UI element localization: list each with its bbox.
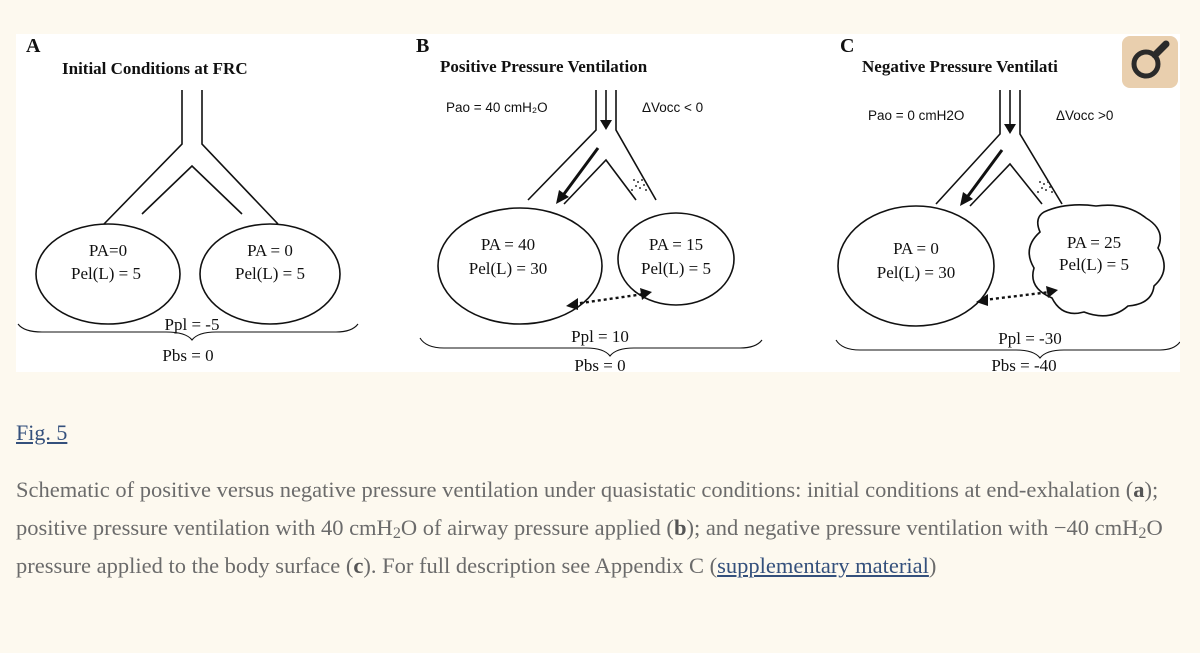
panel-c-letter: C <box>840 35 854 57</box>
magnifier-button[interactable] <box>1122 36 1178 88</box>
figure-image: A Initial Conditions at FRC PA=0 Pel(L) … <box>16 34 1180 372</box>
panel-b-right-pel: Pel(L) = 5 <box>641 259 711 278</box>
panel-a-letter: A <box>26 35 41 57</box>
panel-c-right-pel: Pel(L) = 5 <box>1059 255 1129 274</box>
panel-a-left-pa: PA=0 <box>89 241 127 260</box>
panel-c-left-pa: PA = 0 <box>893 239 939 258</box>
panel-b-title: Positive Pressure Ventilation <box>440 57 648 76</box>
caption-text: O pressure applied to the body surface ( <box>16 515 1163 578</box>
panel-a-right-pel: Pel(L) = 5 <box>235 264 305 283</box>
panel-b-letter: B <box>416 35 429 57</box>
caption-text: O of airway pressure applied ( <box>400 515 674 540</box>
panel-b-left-alveolus <box>437 207 603 325</box>
panel-c-left-alveolus <box>837 205 995 327</box>
panel-b: B Positive Pressure Ventilation Pao = 40… <box>416 35 763 372</box>
panel-b-pao: Pao = 40 cmH₂O <box>446 100 548 115</box>
caption-text: ); positive pressure ventilation with 40… <box>16 477 1159 540</box>
caption-subscript: 2 <box>1138 524 1147 543</box>
panel-c-right-pa: PA = 25 <box>1067 233 1121 252</box>
caption-panel-b-ref: b <box>673 515 687 540</box>
caption-text: ). For full description see Appendix C ( <box>363 553 718 578</box>
figure-link[interactable]: Fig. 5 <box>16 420 68 445</box>
panel-c-left-pel: Pel(L) = 30 <box>877 263 956 282</box>
panel-c-right-alveolus <box>1028 204 1165 317</box>
caption-panel-c-ref: c <box>353 553 364 578</box>
panel-a-left-alveolus <box>35 223 181 325</box>
panel-b-dvocc: ΔVocc < 0 <box>642 100 703 115</box>
panel-c-dvocc: ΔVocc >0 <box>1056 108 1113 123</box>
caption-text: ) <box>928 553 937 578</box>
panel-a-brace <box>17 323 359 341</box>
panel-a-ppl: Ppl = -5 <box>165 315 220 334</box>
panel-c-title: Negative Pressure Ventilati <box>862 57 1058 76</box>
panel-a: A Initial Conditions at FRC PA=0 Pel(L) … <box>17 35 359 365</box>
panel-c-brace <box>835 339 1180 359</box>
panel-a-left-pel: Pel(L) = 5 <box>71 264 141 283</box>
supplementary-material-link[interactable]: supplementary material <box>717 553 929 578</box>
caption-subscript: 2 <box>392 524 401 543</box>
panel-c: C Negative Pressure Ventilati Pao = 0 cm… <box>835 35 1180 372</box>
panel-b-ppl: Ppl = 10 <box>571 327 629 346</box>
panel-a-pbs: Pbs = 0 <box>162 346 213 365</box>
caption-text: Schematic of positive versus negative pr… <box>16 477 1134 502</box>
panel-b-occlusion <box>631 179 647 191</box>
magnifier-icon <box>1131 40 1170 79</box>
panel-b-right-pa: PA = 15 <box>649 235 703 254</box>
panel-b-left-pel: Pel(L) = 30 <box>469 259 548 278</box>
caption-panel-a-ref: a <box>1133 477 1145 502</box>
panel-a-right-pa: PA = 0 <box>247 241 293 260</box>
panel-b-left-pa: PA = 40 <box>481 235 535 254</box>
panel-c-pbs: Pbs = -40 <box>991 356 1056 372</box>
panel-a-title: Initial Conditions at FRC <box>62 59 248 78</box>
caption-text: ); and negative pressure ventilation wit… <box>686 515 1139 540</box>
panel-b-brace <box>419 337 763 357</box>
panel-c-ppl: Ppl = -30 <box>998 329 1061 348</box>
panel-b-pbs: Pbs = 0 <box>574 356 625 372</box>
panel-c-pao: Pao = 0 cmH2O <box>868 108 964 123</box>
figure-caption: Schematic of positive versus negative pr… <box>16 471 1181 585</box>
panel-c-occlusion <box>1037 181 1053 193</box>
panel-a-right-alveolus <box>199 223 341 325</box>
panel-b-right-alveolus <box>617 212 735 306</box>
